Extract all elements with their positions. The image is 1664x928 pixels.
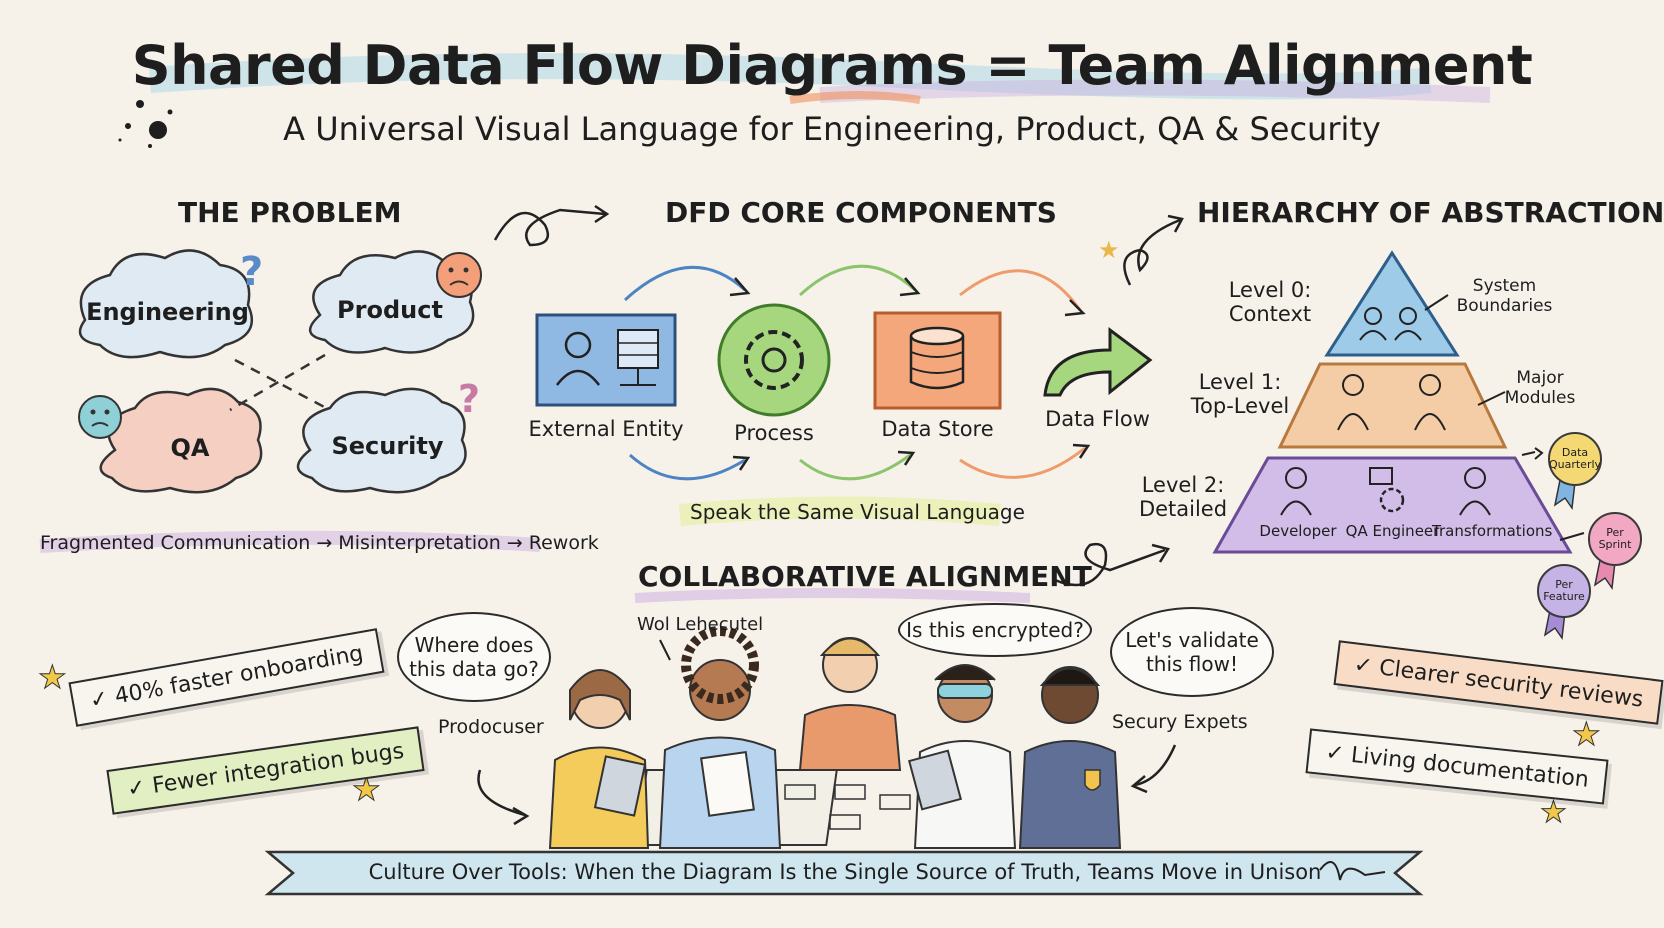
data-flow-label: Data Flow [1045, 407, 1150, 431]
problem-caption: Fragmented Communication → Misinterpreta… [40, 532, 599, 554]
pyramid-level-2 [1212, 456, 1573, 554]
level-1-note: Major Modules [1504, 368, 1576, 409]
title-highlight-2 [819, 79, 1491, 103]
question-mark-icon: ? [458, 377, 480, 421]
data-store-label: Data Store [881, 417, 994, 441]
problem-heading: THE PROBLEM [178, 196, 402, 229]
data-store-icon [873, 311, 1002, 410]
banner-text: Culture Over Tools: When the Diagram Is … [368, 860, 1322, 884]
process-label: Process [734, 421, 814, 445]
cloud-label-product: Product [337, 296, 443, 324]
level-1-label: Level 1: Top-Level [1190, 370, 1290, 419]
question-mark-icon: ? [240, 249, 263, 295]
pyramid-level-0 [1324, 250, 1460, 357]
bottom-banner [264, 850, 1424, 896]
cloud-label-engineering: Engineering [86, 298, 249, 326]
star-icon: ★ [1098, 236, 1120, 264]
team-illustration [548, 626, 1122, 849]
star-icon: ★ [1572, 715, 1601, 753]
worried-face-icon [78, 395, 122, 439]
signature [1319, 861, 1386, 881]
collab-heading: COLLABORATIVE ALIGNMENT [638, 560, 1092, 593]
external-entity-icon [535, 313, 677, 407]
data-flow-arrow-icon [1043, 327, 1153, 397]
external-entity-label: External Entity [528, 417, 684, 441]
label-secury-expets: Secury Expets [1112, 711, 1248, 733]
ink-splatter-icon [118, 100, 173, 148]
role-transformations: Transformations [1432, 522, 1553, 540]
level-0-label: Level 0: Context [1228, 278, 1312, 327]
label-wol-lehecutel: Wol Lehecutel [637, 614, 764, 635]
label-prodocuser: Prodocuser [438, 716, 544, 738]
cloud-product [309, 250, 475, 354]
page-subtitle: A Universal Visual Language for Engineer… [283, 110, 1381, 148]
title-highlight [149, 53, 1432, 100]
hierarchy-heading: HIERARCHY OF ABSTRACTION [1197, 196, 1664, 229]
sad-face-icon [436, 252, 482, 298]
swirl-arrow-icon [493, 208, 606, 247]
speech-bubble-data-go: Where does this data go? [397, 612, 551, 702]
cloud-label-qa: QA [170, 434, 210, 462]
page-title: Shared Data Flow Diagrams = Team Alignme… [131, 34, 1533, 97]
components-heading: DFD CORE COMPONENTS [665, 196, 1057, 229]
level-2-label: Level 2: Detailed [1138, 473, 1228, 522]
star-icon: ★ [1540, 795, 1567, 830]
speech-bubble-validate: Let's validate this flow! [1110, 607, 1274, 697]
speech-bubble-encrypted: Is this encrypted? [898, 603, 1092, 657]
role-developer: Developer [1259, 522, 1337, 540]
swirl-arrow-icon [1123, 218, 1181, 286]
cloud-qa [99, 387, 263, 494]
process-gear-icon [717, 303, 831, 417]
pyramid-level-1 [1277, 362, 1508, 449]
level-0-note: System Boundaries [1456, 276, 1553, 317]
badge-per-sprint: Per Sprint [1588, 512, 1642, 566]
cloud-engineering [78, 249, 254, 359]
badge-quarterly: Data Quarterly [1548, 432, 1602, 486]
badge-per-feature: Per Feature [1537, 564, 1591, 618]
cloud-label-security: Security [331, 432, 444, 460]
swirl-arrow-icon [1054, 542, 1166, 587]
role-qa-engineer: QA Engineer [1345, 522, 1440, 540]
components-caption: Speak the Same Visual Language [690, 500, 1025, 524]
cloud-security [296, 387, 467, 494]
star-icon: ★ [38, 658, 67, 696]
